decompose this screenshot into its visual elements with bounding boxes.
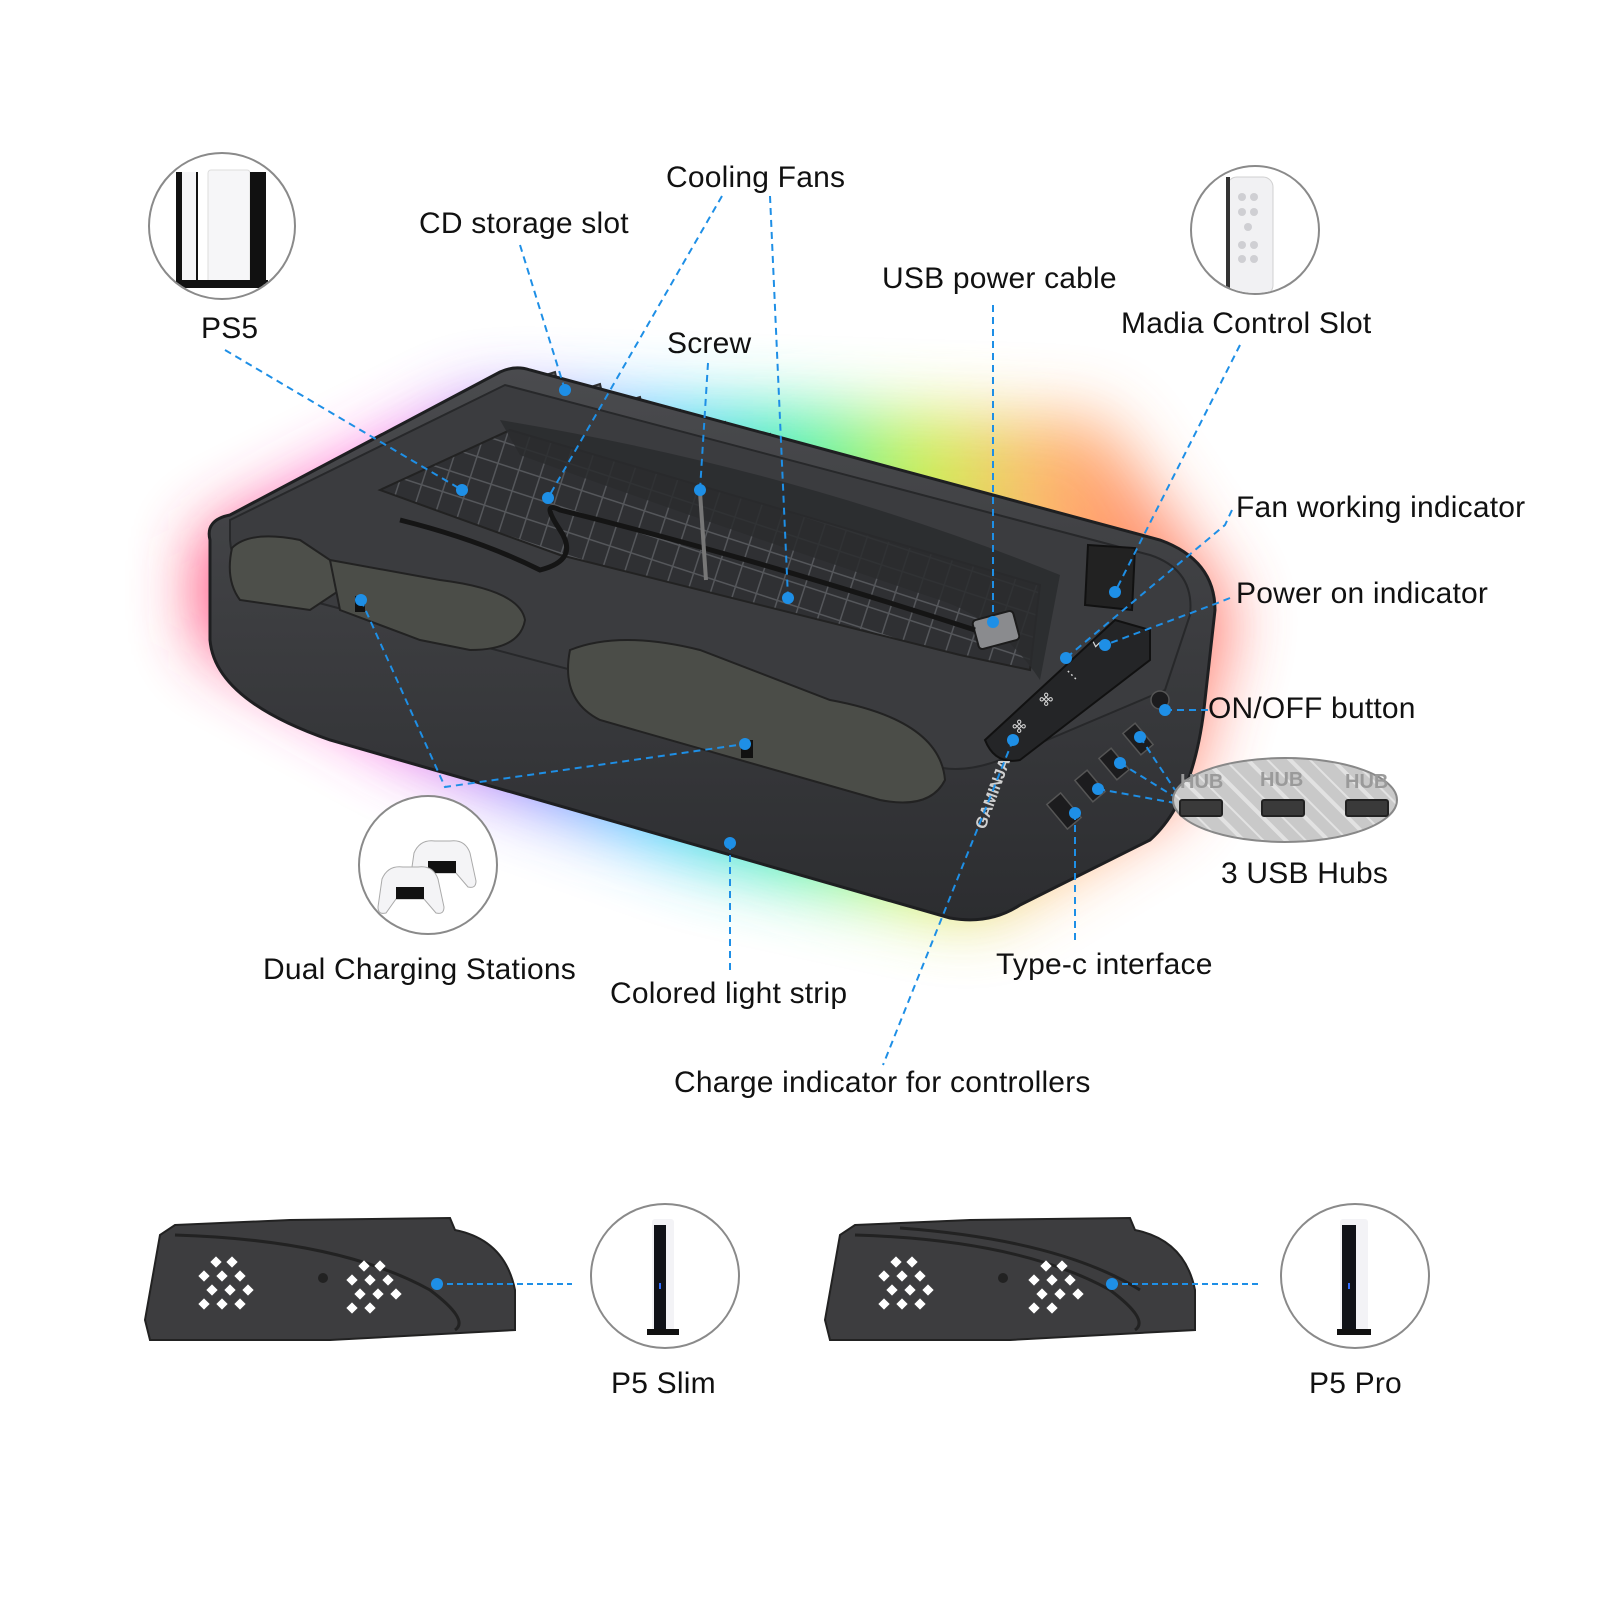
label-usb-hubs: 3 USB Hubs (1221, 857, 1389, 890)
ps5-pro-console-icon (1337, 1219, 1371, 1335)
dualsense-controllers-icon (377, 840, 477, 914)
label-cooling-fans: Cooling Fans (666, 161, 846, 194)
label-usb-power-cable: USB power cable (882, 262, 1117, 295)
label-screw: Screw (667, 327, 752, 360)
label-charge-indicator: Charge indicator for controllers (674, 1066, 1091, 1099)
svg-text:HUB: HUB (1260, 769, 1303, 791)
label-power-on-indicator: Power on indicator (1236, 577, 1489, 610)
label-type-c-interface: Type-c interface (996, 948, 1213, 981)
label-on-off-button: ON/OFF button (1208, 692, 1416, 725)
label-ps5: PS5 (201, 312, 259, 345)
label-colored-light-strip: Colored light strip (610, 977, 848, 1010)
ps5-console-icon (176, 169, 268, 288)
label-ps5-pro: P5 Pro (1309, 1367, 1402, 1400)
svg-text:HUB: HUB (1180, 771, 1223, 793)
controllers-thumbnail (358, 795, 498, 935)
slim-stand-illustration (143, 1216, 572, 1341)
label-media-control-slot: Madia Control Slot (1121, 307, 1372, 340)
ps5-pro-thumbnail (1280, 1203, 1430, 1349)
media-remote-thumbnail (1190, 165, 1320, 295)
ps5-slim-thumbnail (590, 1203, 740, 1349)
label-ps5-slim: P5 Slim (611, 1367, 716, 1400)
callout-lines (224, 195, 1241, 1066)
media-remote-icon (1226, 176, 1274, 293)
usb-hub-inset: HUB HUB HUB (1172, 757, 1398, 843)
ps5-thumbnail (148, 152, 296, 300)
label-cd-storage-slot: CD storage slot (419, 207, 629, 240)
ps5-slim-console-icon (647, 1219, 679, 1335)
label-dual-charging-stations: Dual Charging Stations (263, 953, 576, 986)
label-fan-working-indicator: Fan working indicator (1236, 491, 1526, 524)
pro-stand-illustration (823, 1216, 1262, 1341)
svg-text:HUB: HUB (1345, 771, 1388, 793)
callout-dots (355, 384, 1171, 849)
stand-body: ⌘ ⌘ ⋮ ϟ GAMINJA (207, 366, 1217, 922)
